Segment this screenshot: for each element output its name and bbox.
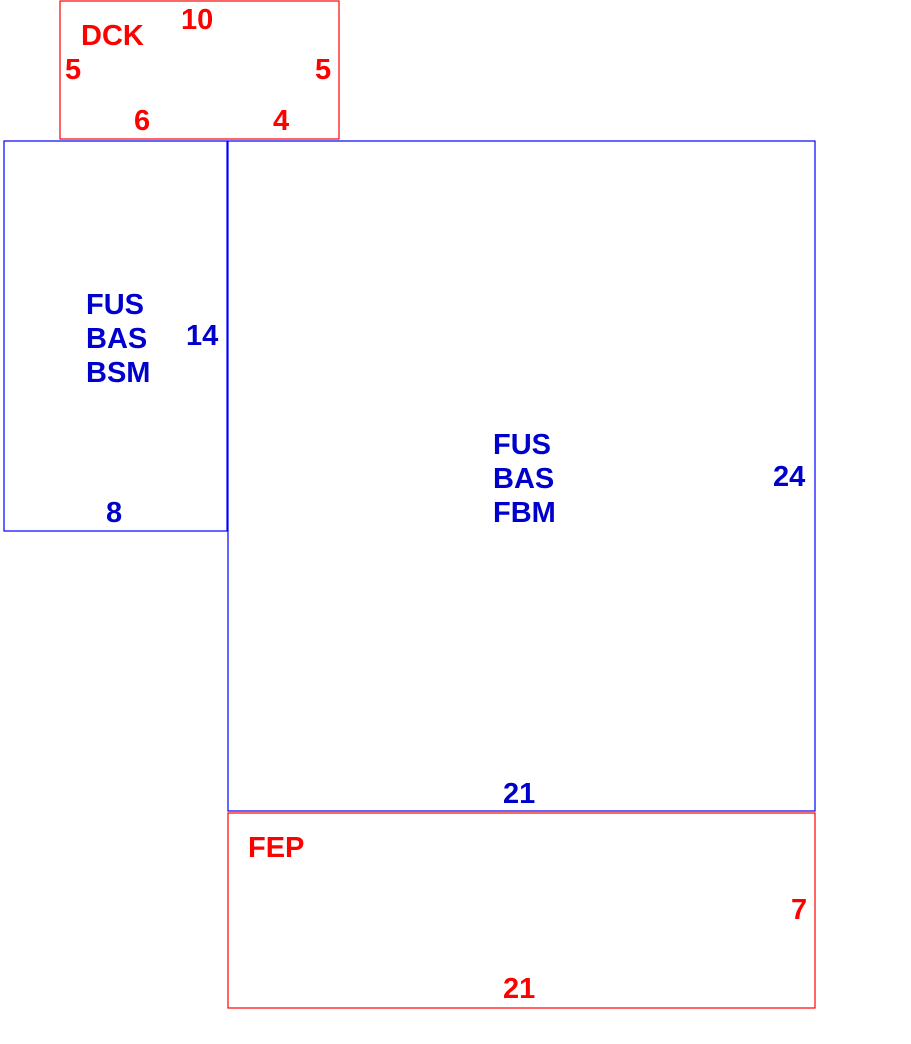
- main-room-code-1: FUS: [493, 429, 551, 461]
- deck-dim-right: 5: [315, 54, 331, 86]
- porch-outline: [227, 812, 816, 1009]
- porch-dim-bottom: 21: [503, 973, 535, 1005]
- porch-code-label: FEP: [248, 832, 304, 864]
- left-room-code-1: FUS: [86, 289, 144, 321]
- left-room-code-2: BAS: [86, 323, 147, 355]
- deck-dim-left: 5: [65, 54, 81, 86]
- porch-dim-side: 7: [791, 894, 807, 926]
- deck-code-label: DCK: [81, 20, 144, 52]
- main-room-code-3: FBM: [493, 497, 556, 529]
- left-room-outline: [3, 140, 228, 532]
- deck-outline: [59, 0, 340, 140]
- main-room-code-2: BAS: [493, 463, 554, 495]
- deck-dim-bottom-right: 4: [273, 105, 289, 137]
- main-room-dim-side: 24: [773, 461, 805, 493]
- deck-dim-top: 10: [181, 4, 213, 36]
- main-room-dim-bottom: 21: [503, 778, 535, 810]
- main-room-outline: [227, 140, 816, 812]
- left-room-dim-side: 14: [186, 320, 218, 352]
- left-room-code-3: BSM: [86, 357, 150, 389]
- left-room-dim-bottom: 8: [106, 497, 122, 529]
- deck-dim-bottom-left: 6: [134, 105, 150, 137]
